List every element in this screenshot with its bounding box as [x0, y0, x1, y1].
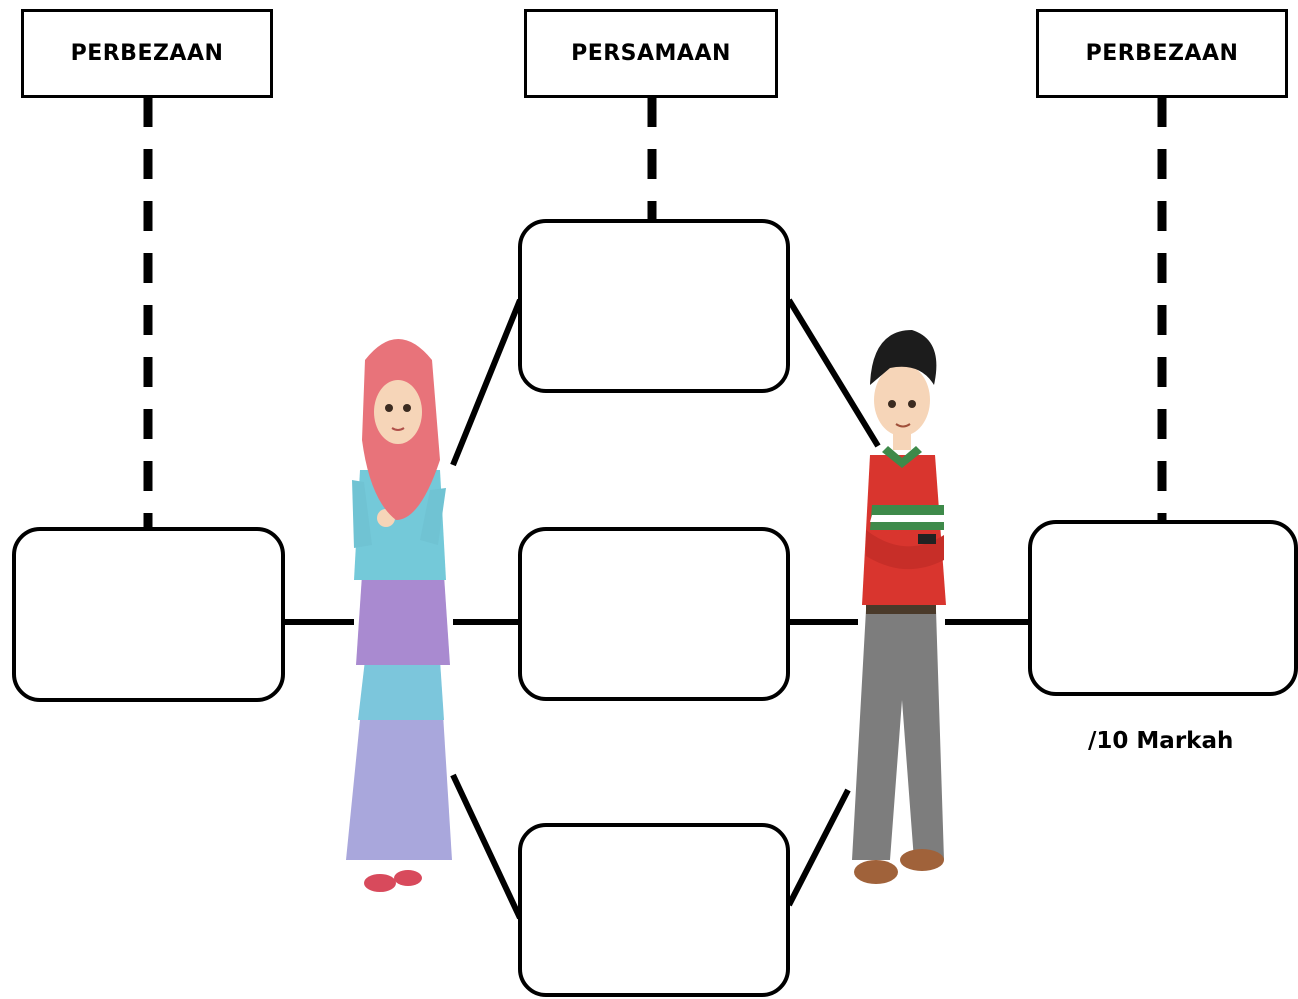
top-to-boy-line [786, 298, 881, 448]
header-similarity: PERSAMAAN [524, 9, 778, 98]
answer-box-similarity-top[interactable] [518, 219, 790, 393]
answer-box-similarity-middle[interactable] [518, 527, 790, 701]
header-difference-right: PERBEZAAN [1036, 9, 1288, 98]
header-difference-left: PERBEZAAN [21, 9, 273, 98]
girl-to-top-line [450, 298, 523, 467]
girl-illustration [346, 339, 452, 892]
answer-box-left-difference[interactable] [12, 527, 285, 702]
answer-box-similarity-bottom[interactable] [518, 823, 790, 997]
score-label: /10 Markah [1088, 728, 1234, 754]
girl-to-bottom-line [450, 773, 523, 920]
bottom-to-boy-line [786, 788, 851, 907]
answer-box-right-difference[interactable] [1028, 520, 1298, 696]
boy-illustration [852, 330, 946, 884]
